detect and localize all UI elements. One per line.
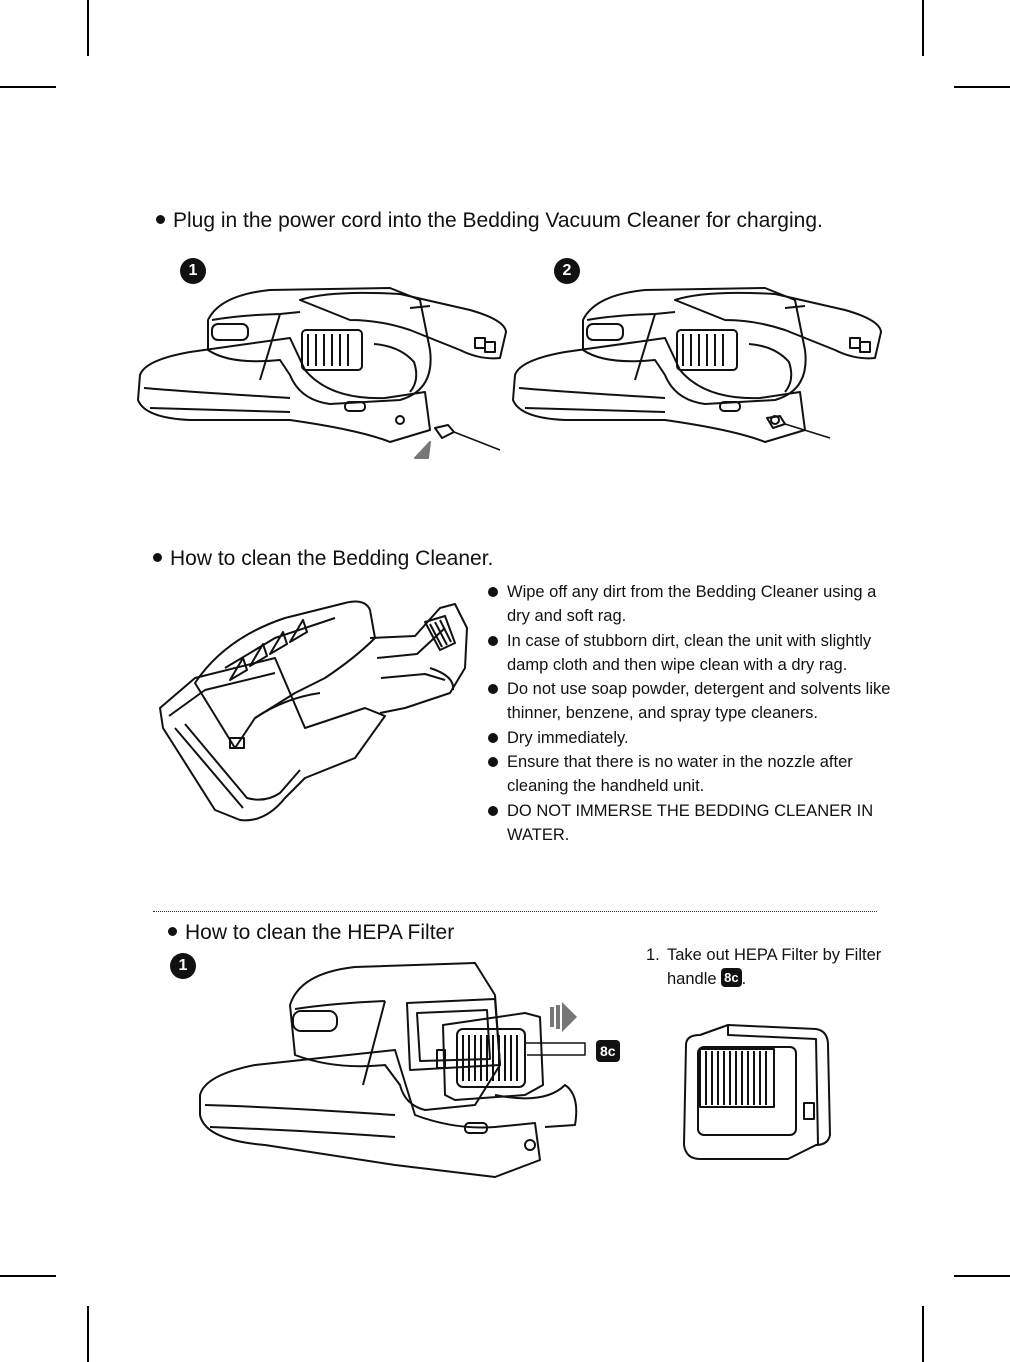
list-item: In case of stubborn dirt, clean the unit… [486,629,896,678]
crop-mark-top-right-h [954,86,1010,88]
crop-mark-bottom-left-h [0,1275,56,1277]
list-item: Do not use soap powder, detergent and so… [486,677,896,726]
list-item: Dry immediately. [486,726,896,750]
cleaning-heading-text: How to clean the Bedding Cleaner. [170,547,494,570]
bedding-cleaner-illustration [155,598,475,826]
hepa-instruction: 1. Take out HEPA Filter by Filter handle… [646,943,906,991]
cleaning-heading: How to clean the Bedding Cleaner. [153,546,493,572]
crop-mark-top-left-h [0,86,56,88]
list-item: Wipe off any dirt from the Bedding Clean… [486,580,896,629]
charging-heading-text: Plug in the power cord into the Bedding … [173,209,823,232]
list-item: DO NOT IMMERSE THE BEDDING CLEANER IN WA… [486,799,896,848]
hepa-heading: How to clean the HEPA Filter [168,920,454,946]
hepa-step-1-badge: 1 [170,953,196,979]
charging-step-1-badge: 1 [180,258,206,284]
instruction-text: Take out HEPA Filter by Filter handle [667,946,882,988]
instruction-end: . [741,970,747,988]
charging-step-2-badge: 2 [554,258,580,284]
vacuum-plugged-illustration [505,280,885,465]
instruction-text-block: Take out HEPA Filter by Filter handle 8c… [646,943,906,991]
hepa-removal-illustration [195,955,585,1185]
crop-mark-bottom-left-v [87,1306,89,1362]
cleaning-instructions-list: Wipe off any dirt from the Bedding Clean… [486,580,896,847]
crop-mark-top-right-v [922,0,924,56]
bullet-dot-icon [156,214,165,224]
list-item: Ensure that there is no water in the noz… [486,750,896,799]
section-divider [153,911,877,912]
filter-handle-tag: 8c [721,968,742,988]
hepa-filter-illustration [678,1025,838,1165]
vacuum-unplugged-illustration [130,280,510,465]
crop-mark-top-left-v [87,0,89,56]
bullet-dot-icon [168,926,177,936]
bullet-dot-icon [153,552,162,562]
hepa-heading-text: How to clean the HEPA Filter [185,921,455,944]
charging-heading: Plug in the power cord into the Bedding … [156,208,823,234]
crop-mark-bottom-right-v [922,1306,924,1362]
part-label-8c: 8c [596,1040,620,1062]
crop-mark-bottom-right-h [954,1275,1010,1277]
instruction-number: 1. [646,946,660,964]
